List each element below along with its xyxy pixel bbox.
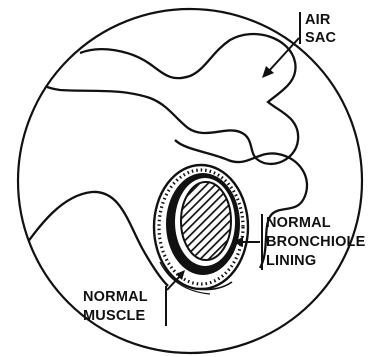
bronchiole-label-line2: BRONCHIOLE [266, 234, 366, 250]
bronchiole-label-line1: NORMAL [266, 215, 331, 231]
air-sac-label-line1: AIR [305, 12, 331, 28]
bronchiole-label-line3: LINING [266, 253, 316, 269]
bronchiole-lumen-hatched [181, 182, 231, 260]
muscle-label-line2: MUSCLE [83, 308, 146, 324]
air-sac-label-line2: SAC [305, 30, 337, 46]
muscle-label-line1: NORMAL [83, 289, 148, 305]
